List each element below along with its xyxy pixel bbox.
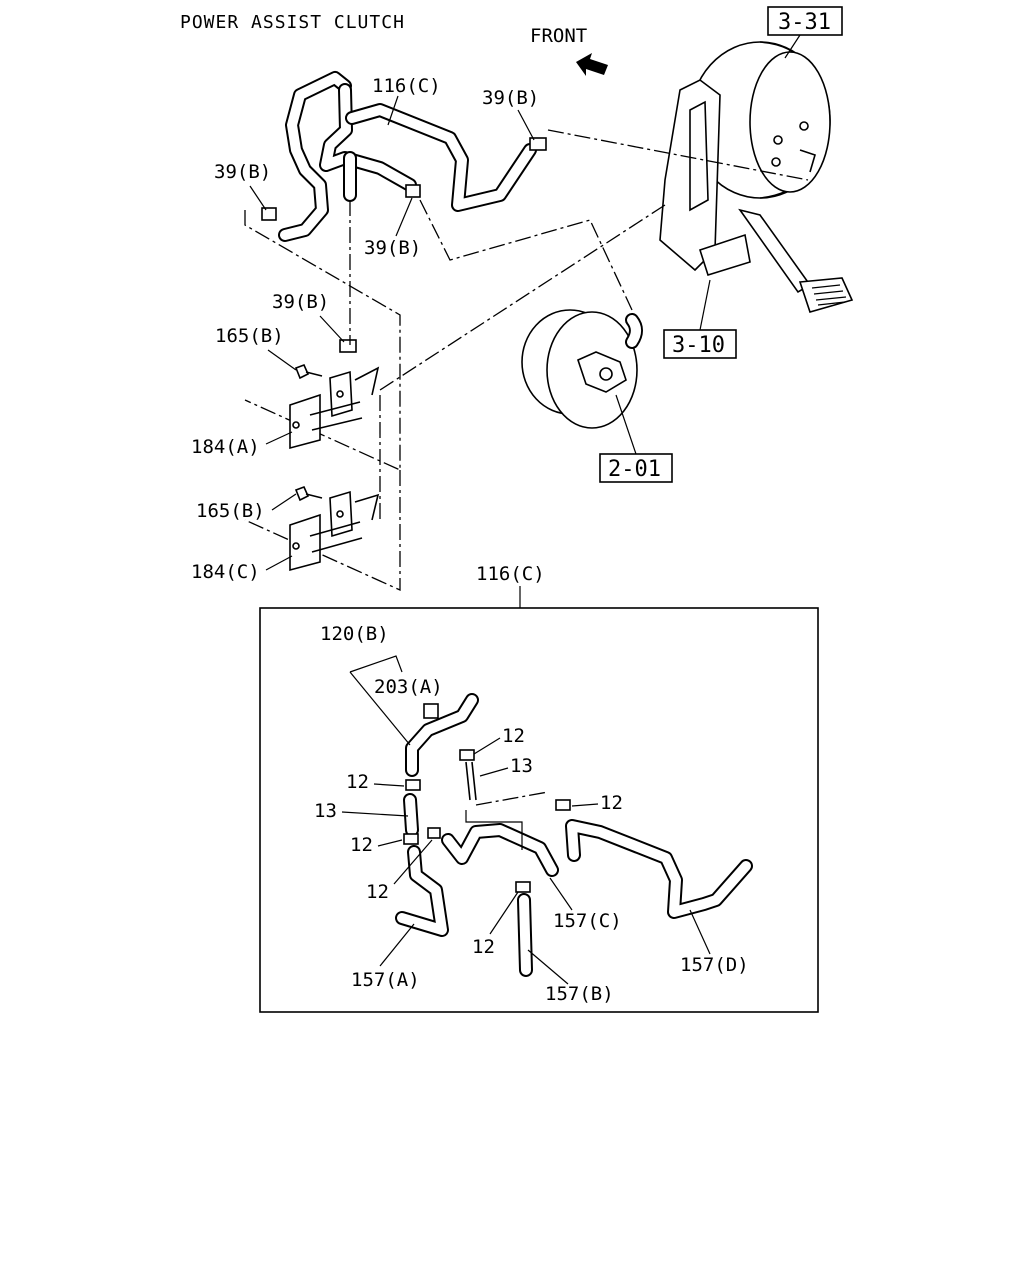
callout-157b: 157(B)	[545, 983, 614, 1005]
callout-157c: 157(C)	[553, 910, 622, 932]
clutch-booster	[521, 309, 643, 429]
callout-12-a: 12	[502, 725, 525, 747]
bracket-184a	[289, 366, 380, 450]
callout-157d: 157(D)	[680, 954, 749, 976]
callout-39b-clip: 39(B)	[272, 291, 329, 313]
callout-12-f: 12	[472, 936, 495, 958]
callout-12-b: 12	[346, 771, 369, 793]
detail-header-116c: 116(C)	[476, 563, 545, 585]
front-arrow-icon	[576, 53, 608, 76]
detail-box	[259, 607, 819, 1013]
callout-203a: 203(A)	[374, 676, 443, 698]
ref-3-10-label: 3-10	[672, 333, 725, 358]
callout-120b: 120(B)	[320, 623, 389, 645]
callout-184c: 184(C)	[191, 561, 260, 583]
callout-165b-a: 165(B)	[215, 325, 284, 347]
callout-39b-left: 39(B)	[214, 161, 271, 183]
callout-13-b: 13	[314, 800, 337, 822]
guide-lines	[244, 129, 809, 592]
callout-13-a: 13	[510, 755, 533, 777]
clutch-master-assembly	[659, 41, 854, 313]
callout-39b-mid: 39(B)	[364, 237, 421, 259]
callout-12-e: 12	[366, 881, 389, 903]
ref-box-3-31[interactable]: 3-31	[767, 6, 843, 36]
front-label: FRONT	[530, 25, 587, 47]
callout-12-d: 12	[350, 834, 373, 856]
callout-157a: 157(A)	[351, 969, 420, 991]
ref-box-3-10[interactable]: 3-10	[663, 329, 737, 359]
clip-39b-top	[529, 137, 547, 151]
callout-184a: 184(A)	[191, 436, 260, 458]
bolt-165b-b-icon	[294, 485, 323, 502]
callout-12-c: 12	[600, 792, 623, 814]
ref-3-31-label: 3-31	[778, 10, 831, 35]
diagram-title: POWER ASSIST CLUTCH	[180, 12, 405, 33]
bolt-165b-a-icon	[294, 363, 323, 380]
ref-2-01-label: 2-01	[608, 457, 661, 482]
callout-165b-b: 165(B)	[196, 500, 265, 522]
bracket-184c	[289, 490, 380, 572]
hose-routing-upper	[261, 71, 547, 353]
hose-routing-detail	[395, 693, 753, 977]
ref-box-2-01[interactable]: 2-01	[599, 453, 673, 483]
callout-116c: 116(C)	[372, 75, 441, 97]
callout-39b-top: 39(B)	[482, 87, 539, 109]
